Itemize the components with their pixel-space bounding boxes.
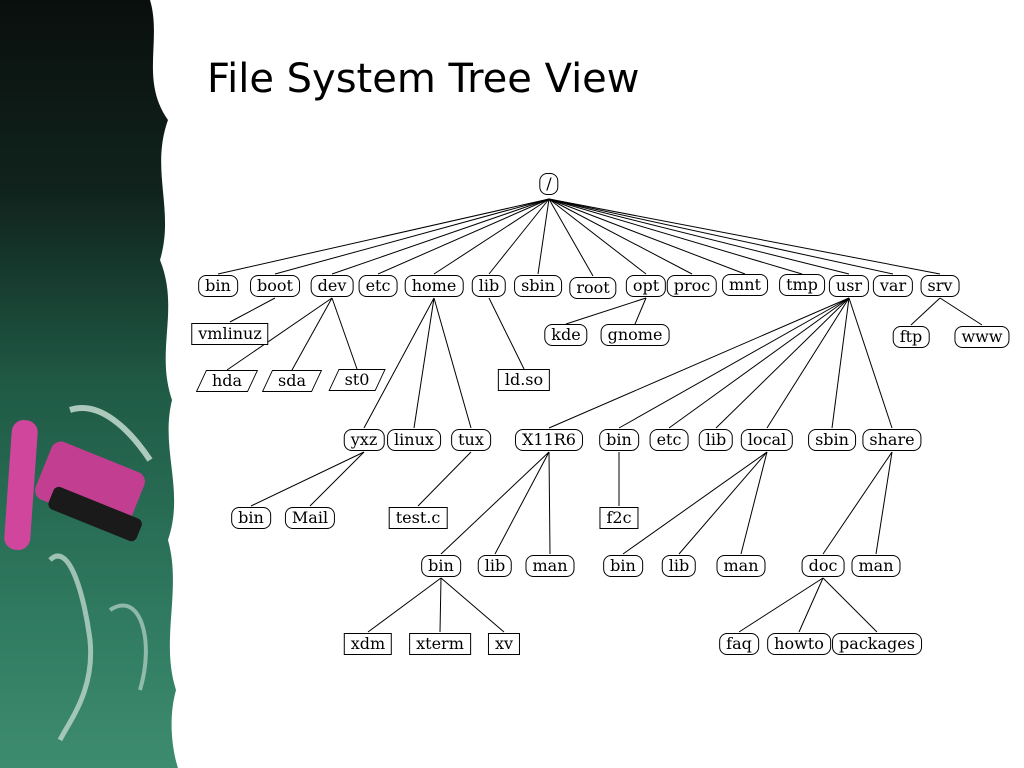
usr-dir-node[interactable]: usr [828,275,870,297]
proc-dir-node[interactable]: proc [666,275,718,297]
kde-dir-node[interactable]: kde [544,324,588,346]
root-dir-node[interactable]: / [539,173,559,195]
howto-dir-node[interactable]: howto [767,633,831,655]
x11r6-dir-node[interactable]: X11R6 [515,429,583,451]
gnome-dir-node[interactable]: gnome [600,324,670,346]
local-bin-dir-node[interactable]: bin [603,555,643,577]
var-dir-node[interactable]: var [872,275,914,297]
bin-dir-node[interactable]: bin [198,275,238,297]
xterm-file-node[interactable]: xterm [409,633,471,655]
share-man-dir-node[interactable]: man [851,555,901,577]
faq-dir-node[interactable]: faq [719,633,759,655]
yxz-bin-dir-node[interactable]: bin [231,507,271,529]
chalk-stick-icon [4,420,38,550]
home-dir-node[interactable]: home [404,275,464,297]
hda-device-label: hda [211,371,243,390]
usr-local-dir-node[interactable]: local [740,429,794,451]
usr-sbin-dir-node[interactable]: sbin [808,429,856,451]
share-doc-dir-node[interactable]: doc [801,555,845,577]
f2c-file-node[interactable]: f2c [599,507,639,529]
usr-etc-dir-node[interactable]: etc [649,429,689,451]
tux-dir-node[interactable]: tux [451,429,491,451]
ftp-dir-node[interactable]: ftp [892,326,930,348]
root-home-dir-node[interactable]: root [569,277,617,299]
lib-dir-node[interactable]: lib [471,275,507,297]
yxz-dir-node[interactable]: yxz [343,429,385,451]
linux-dir-node[interactable]: linux [387,429,441,451]
local-man-dir-node[interactable]: man [716,555,766,577]
x11-lib-dir-node[interactable]: lib [477,555,513,577]
www-dir-node[interactable]: www [954,326,1010,348]
ld-so-file-node[interactable]: ld.so [497,369,551,391]
packages-dir-node[interactable]: packages [832,633,922,655]
usr-share-dir-node[interactable]: share [862,429,922,451]
usr-lib-dir-node[interactable]: lib [698,429,734,451]
vmlinuz-file-node[interactable]: vmlinuz [191,323,269,345]
srv-dir-node[interactable]: srv [920,275,960,297]
yxz-mail-dir-node[interactable]: Mail [284,507,336,529]
x11-bin-dir-node[interactable]: bin [421,555,461,577]
mnt-dir-node[interactable]: mnt [722,274,768,296]
usr-bin-dir-node[interactable]: bin [599,429,639,451]
local-lib-dir-node[interactable]: lib [661,555,697,577]
chalkboard-decoration [0,0,178,768]
test-c-file-node[interactable]: test.c [388,507,448,529]
hda-device-node[interactable]: hda [195,370,259,392]
x11-man-dir-node[interactable]: man [525,555,575,577]
dev-dir-node[interactable]: dev [310,275,354,297]
slide-title: File System Tree View [207,56,640,102]
sbin-dir-node[interactable]: sbin [514,275,562,297]
boot-dir-node[interactable]: boot [250,275,300,297]
etc-dir-node[interactable]: etc [358,275,398,297]
sda-device-label: sda [278,371,306,390]
sda-device-node[interactable]: sda [261,370,323,392]
tmp-dir-node[interactable]: tmp [779,274,825,296]
opt-dir-node[interactable]: opt [625,275,667,297]
xv-file-node[interactable]: xv [487,633,521,655]
xdm-file-node[interactable]: xdm [343,633,393,655]
st0-device-label: st0 [344,370,370,389]
